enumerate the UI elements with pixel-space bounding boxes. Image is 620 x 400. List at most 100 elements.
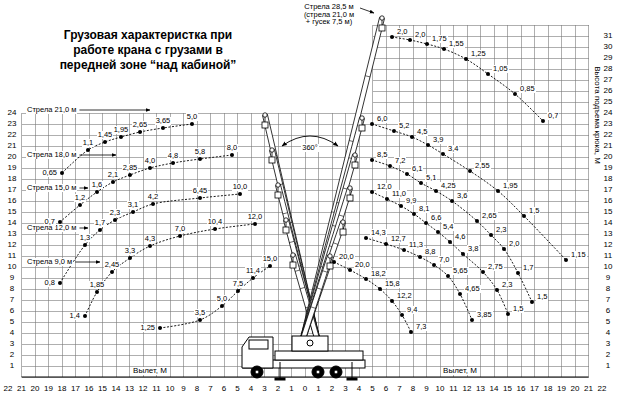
axis-number: 16	[516, 385, 527, 393]
load-value: 4,25	[440, 182, 457, 190]
crane-boom	[270, 148, 274, 152]
axis-number: 7	[207, 385, 213, 393]
crane-boom	[355, 157, 356, 162]
axis-number: 16	[7, 197, 18, 205]
axis-number: 9	[9, 274, 15, 282]
load-point	[425, 42, 429, 46]
load-value: 0,65	[41, 169, 58, 177]
load-point	[522, 214, 526, 218]
load-value: 2,0	[414, 31, 426, 39]
load-value: 7,2	[394, 157, 406, 165]
crane-boom	[293, 257, 294, 262]
axis-number: 3	[261, 385, 267, 393]
grid	[373, 25, 589, 26]
crane-truck	[275, 351, 363, 360]
crane-boom	[265, 117, 266, 122]
boom-label: Стрела 18,0 м	[26, 151, 77, 159]
axis-number: 6	[605, 307, 611, 315]
load-point	[95, 290, 99, 294]
load-point	[408, 38, 412, 42]
load-point	[489, 233, 493, 237]
load-point	[424, 221, 428, 225]
axis-number: 3	[605, 340, 611, 348]
load-value: 18,2	[370, 270, 387, 278]
load-value: 2,1	[107, 171, 119, 179]
axis-number: 27	[603, 76, 614, 84]
load-point	[442, 47, 446, 51]
crane-truck	[347, 378, 357, 380]
load-value: 3,1	[127, 201, 139, 209]
axis-number: 10	[435, 385, 446, 393]
load-value: 8,8	[424, 248, 436, 256]
load-point	[83, 314, 87, 318]
load-point	[388, 164, 392, 168]
load-value: 1,2	[74, 194, 86, 202]
crane-truck	[280, 362, 281, 378]
load-value: 7,0	[438, 256, 450, 264]
axis-number: 25	[603, 98, 614, 106]
axis-number: 1	[605, 362, 611, 370]
load-point	[98, 228, 102, 232]
axis-number: 23	[603, 120, 614, 128]
axis-number: 20	[603, 153, 614, 161]
crane-truck	[312, 366, 324, 378]
axis-number: 22	[3, 385, 14, 393]
load-point	[419, 181, 423, 185]
boom-label: Стрела 21,0 м	[26, 106, 77, 114]
axis-number: 22	[603, 131, 614, 139]
axis-number: 15	[603, 208, 614, 216]
axis-title: Высота подъема крюка, М	[593, 65, 601, 165]
crane-boom	[275, 192, 281, 198]
crane-truck	[316, 370, 320, 374]
load-curve	[392, 37, 543, 121]
load-value: 3,4	[447, 145, 459, 153]
load-point	[103, 140, 107, 144]
load-point	[461, 252, 465, 256]
axis-number: 14	[111, 385, 122, 393]
pointer-arrow	[75, 262, 100, 263]
load-point	[178, 234, 182, 238]
load-value: 20,0	[338, 253, 355, 261]
axis-number: 12	[603, 241, 614, 249]
crane-truck	[334, 370, 338, 374]
axis-number: 10	[603, 263, 614, 271]
load-point	[253, 222, 257, 226]
grid	[22, 201, 589, 202]
axis-number: 12	[462, 385, 473, 393]
axis-number: 26	[603, 87, 614, 95]
load-curve	[85, 224, 255, 316]
load-point	[513, 92, 517, 96]
axis-number: 16	[603, 197, 614, 205]
crane-boom	[300, 255, 333, 343]
load-value: 2,45	[104, 261, 121, 269]
load-value: 2,0	[508, 240, 520, 248]
load-point	[158, 326, 162, 330]
load-value: 4,5	[416, 128, 428, 136]
load-value: 2,3	[495, 226, 507, 234]
load-value: 4,0	[144, 157, 156, 165]
load-point	[412, 212, 416, 216]
load-point	[268, 264, 272, 268]
axis-number: 2	[605, 351, 611, 359]
axis-number: 2	[9, 351, 15, 359]
load-value: 1,75	[431, 35, 448, 43]
load-point	[409, 330, 413, 334]
crane-truck	[275, 378, 285, 380]
load-point	[238, 192, 242, 196]
axis-number: 30	[603, 43, 614, 51]
pointer-arrow	[79, 188, 88, 189]
pointer-arrow	[79, 110, 150, 111]
grid	[22, 124, 589, 125]
crane-boom	[272, 152, 273, 157]
load-value: 3,8	[467, 245, 479, 253]
axis-number: 5	[605, 318, 611, 326]
load-value: 10,4	[207, 218, 224, 226]
load-value: 8,1	[418, 205, 430, 213]
crane-boom	[360, 116, 364, 120]
axis-number: 15	[502, 385, 513, 393]
axis-number: 5	[9, 318, 15, 326]
crane-truck	[330, 366, 342, 378]
grid	[22, 113, 589, 114]
grid	[22, 377, 589, 378]
